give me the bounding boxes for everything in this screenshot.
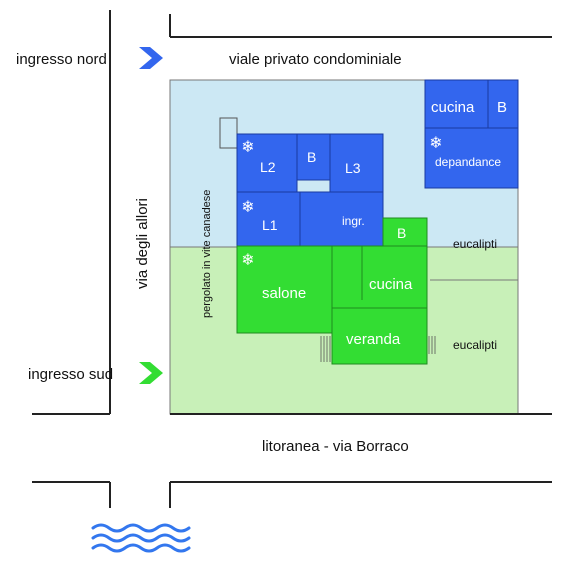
snowflake-icon: ❄ [429, 133, 442, 152]
room-b-dep [487, 79, 519, 129]
room-label-depandance: depandance [435, 155, 501, 169]
room-veranda [331, 307, 428, 365]
room-label-cucina: cucina [369, 276, 413, 293]
room-label-cucina-dep: cucina [431, 99, 475, 116]
pergola-frame [219, 117, 238, 149]
room-label-b-dep: B [497, 99, 507, 116]
room-label-l2: L2 [260, 159, 276, 175]
room-depandance [424, 127, 519, 189]
room-l2 [236, 133, 298, 193]
room-cucina [331, 245, 428, 309]
room-label-l3: L3 [345, 160, 361, 176]
ingresso-nord-label: ingresso nord [16, 51, 107, 68]
room-b-upper [296, 133, 331, 181]
chevron-right-icon [139, 47, 163, 69]
stairs-left [320, 336, 331, 362]
eucalipti-bottom-label: eucalipti [453, 338, 497, 352]
snowflake-icon: ❄ [241, 137, 254, 156]
ingresso-sud-label: ingresso sud [28, 366, 113, 383]
via-allori-label: via degli allori [134, 198, 151, 289]
pergolato-label: pergolato in vite canadese [201, 190, 213, 318]
sea-waves-icon [91, 523, 191, 553]
room-label-veranda: veranda [346, 331, 401, 348]
room-label-l1: L1 [262, 217, 278, 233]
chevron-right-icon [139, 362, 163, 384]
eucalipti-top-label: eucalipti [453, 237, 497, 251]
room-label-salone: salone [262, 285, 306, 302]
room-label-b-lower: B [397, 225, 406, 241]
room-label-ingr: ingr. [342, 214, 365, 228]
snowflake-icon: ❄ [241, 197, 254, 216]
room-salone [236, 245, 333, 334]
stairs-right [428, 336, 436, 354]
room-label-b-upper: B [307, 149, 316, 165]
litoranea-label: litoranea - via Borraco [262, 438, 409, 455]
room-l3 [329, 133, 384, 193]
snowflake-icon: ❄ [241, 250, 254, 269]
viale-privato-label: viale privato condominiale [229, 51, 402, 68]
